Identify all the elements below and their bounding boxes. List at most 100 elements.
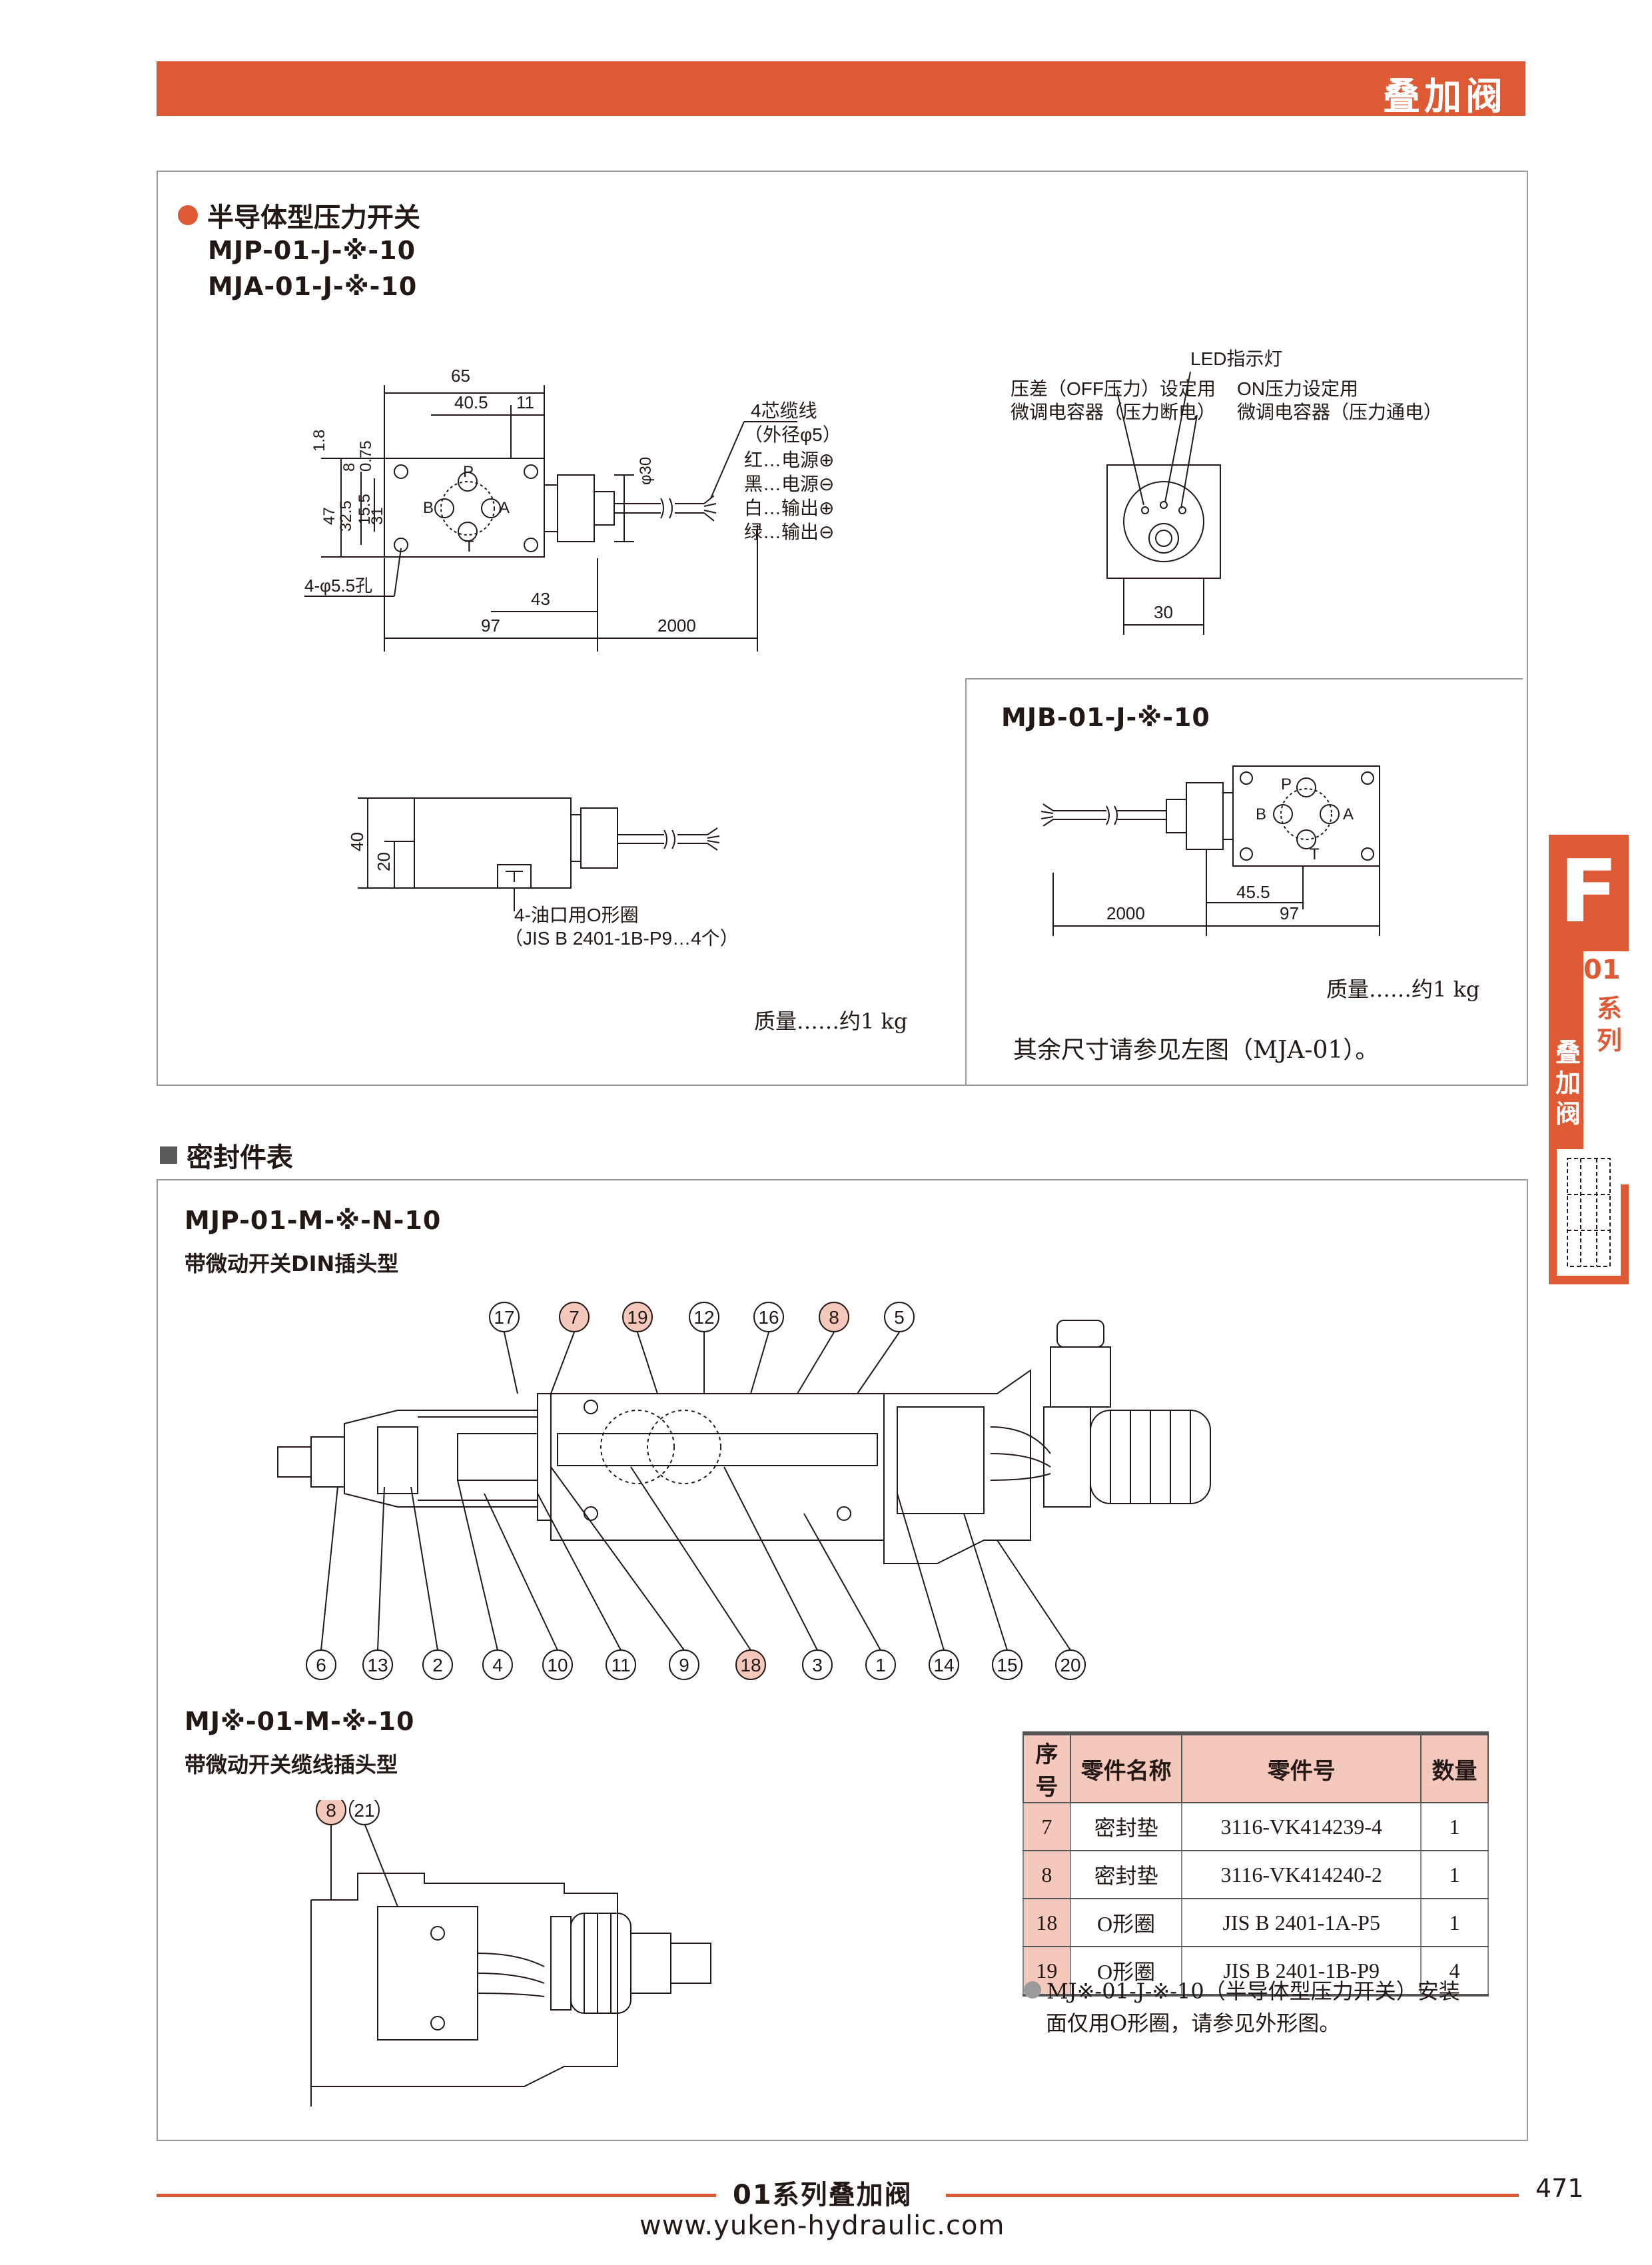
svg-text:8: 8 — [326, 1800, 336, 1821]
header-bar: 叠加阀 — [157, 61, 1525, 119]
front-view-drawing: LED指示灯 压差（OFF压力）设定用 微调电容器（压力断电） ON压力设定用 … — [1011, 348, 1442, 635]
side-tab-label-bg — [1583, 951, 1629, 1184]
mjb-dim-97: 97 — [1280, 903, 1299, 923]
svg-text:7: 7 — [569, 1307, 580, 1328]
install-note-1: MJ※-01-J-※-10（半导体型压力开关）安装 — [1024, 1975, 1460, 2005]
svg-text:12: 12 — [693, 1307, 714, 1328]
cable-label: 4芯缆线 — [751, 400, 817, 421]
dim-0-75: 0.75 — [357, 440, 375, 472]
callout-8: 8 — [819, 1302, 849, 1332]
callout-11: 11 — [606, 1649, 636, 1680]
callout-7: 7 — [559, 1302, 590, 1332]
side-tab-xi: 系 — [1597, 994, 1623, 1023]
svg-text:17: 17 — [494, 1307, 514, 1328]
section1-title: 半导体型压力开关 — [207, 203, 420, 233]
dim-1-8: 1.8 — [310, 430, 328, 452]
hole-label: 4-φ5.5孔 — [304, 576, 372, 596]
on-label-2: 微调电容器（压力通电） — [1237, 402, 1442, 422]
on-label-1: ON压力设定用 — [1237, 378, 1358, 399]
callout-18: 18 — [735, 1649, 766, 1680]
port-b: B — [423, 499, 434, 517]
side-dim-20: 20 — [374, 852, 394, 871]
mjb-port-b: B — [1256, 805, 1266, 823]
side-view-drawing: 40 20 4-油口用O形圈 （JIS B 2401-1B-P9…4个） — [347, 797, 739, 949]
callout-17: 17 — [489, 1302, 520, 1332]
install-note-2: 面仅用O形圈，请参见外形图。 — [1046, 2011, 1341, 2036]
callout-5: 5 — [884, 1302, 915, 1332]
svg-text:1: 1 — [875, 1655, 886, 1675]
col-part: 零件号 — [1181, 1731, 1422, 1803]
svg-text:10: 10 — [547, 1655, 568, 1675]
table-row: 8 密封垫 3116-VK414240-2 1 — [1023, 1850, 1489, 1899]
dim-8: 8 — [340, 463, 358, 472]
model-mjp: MJP-01-J-※-10 — [208, 236, 416, 265]
square-bullet-icon — [160, 1146, 177, 1164]
section2-heading: 密封件表 — [160, 1136, 293, 1174]
side-tab-jia: 加 — [1555, 1069, 1581, 1098]
mjb-subpanel: MJB-01-J-※-10 P B A T — [965, 678, 1523, 1085]
panel-dimensions: 半导体型压力开关 MJP-01-J-※-10 MJA-01-J-※-10 — [157, 171, 1528, 1086]
side-tab-fa: 阀 — [1555, 1099, 1581, 1129]
svg-text:19: 19 — [627, 1307, 647, 1328]
footer-line-left — [157, 2194, 716, 2197]
side-tab-letter: F — [1559, 841, 1619, 942]
svg-text:11: 11 — [611, 1655, 630, 1675]
row-qty: 1 — [1420, 1850, 1489, 1899]
dim-65: 65 — [451, 366, 470, 386]
footer-title: 01系列叠加阀 — [733, 2180, 913, 2210]
top-view-drawing: 65 40.5 11 1.8 8 0.75 15.5 47 32.5 31 φ3… — [304, 366, 841, 652]
header-title: 叠加阀 — [1383, 75, 1507, 119]
sub-cable: 带微动开关缆线插头型 — [185, 1752, 398, 1777]
mjb-dim-2000: 2000 — [1106, 903, 1145, 923]
off-label-1: 压差（OFF压力）设定用 — [1011, 378, 1216, 399]
mjb-port-t: T — [1310, 845, 1320, 863]
mjb-port-p: P — [1281, 775, 1292, 793]
svg-text:3: 3 — [812, 1655, 823, 1675]
svg-text:6: 6 — [316, 1655, 326, 1675]
table-row: 19 O形圈 JIS B 2401-1B-P9 4 — [1023, 1946, 1489, 1997]
footer-url: www.yuken-hydraulic.com — [639, 2210, 1005, 2241]
footer-line-right — [946, 2194, 1519, 2197]
svg-text:4: 4 — [492, 1655, 503, 1675]
port-p: P — [463, 463, 474, 481]
seal-table-header: 序号 零件名称 零件号 数量 — [1023, 1731, 1489, 1803]
callout-9: 9 — [669, 1649, 699, 1680]
svg-text:9: 9 — [679, 1655, 689, 1675]
side-tab: F 01 系 列 叠 加 阀 — [1549, 835, 1629, 1284]
led-label: LED指示灯 — [1190, 348, 1282, 369]
panel-seal-table: MJP-01-M-※-N-10 带微动开关DIN插头型 — [157, 1179, 1528, 2141]
row-name: O形圈 — [1069, 1898, 1183, 1947]
page-number: 471 — [1535, 2174, 1584, 2203]
side-tab-die: 叠 — [1555, 1038, 1581, 1067]
callout-10: 10 — [542, 1649, 573, 1680]
row-part: 3116-VK414239-4 — [1181, 1802, 1422, 1851]
model-mjp-m: MJP-01-M-※-N-10 — [185, 1206, 442, 1235]
oring-spec: （JIS B 2401-1B-P9…4个） — [504, 928, 739, 949]
wire-white: 白…输出⊕ — [744, 498, 834, 518]
callout-16: 16 — [753, 1302, 784, 1332]
cable-diameter: （外径φ5） — [744, 424, 841, 445]
row-part: JIS B 2401-1B-P9 — [1181, 1946, 1422, 1997]
svg-text:8: 8 — [829, 1307, 839, 1328]
dim-97: 97 — [481, 616, 500, 636]
table-row: 18 O形圈 JIS B 2401-1A-P5 1 — [1023, 1898, 1489, 1947]
row-no: 18 — [1023, 1898, 1071, 1947]
row-part: JIS B 2401-1A-P5 — [1181, 1898, 1422, 1947]
row-qty: 4 — [1420, 1946, 1489, 1997]
row-part: 3116-VK414240-2 — [1181, 1850, 1422, 1899]
wire-black: 黑…电源⊖ — [744, 474, 834, 494]
row-no: 8 — [1023, 1850, 1071, 1899]
mjb-port-a: A — [1343, 805, 1354, 823]
side-tab-series: 01 — [1583, 955, 1621, 985]
model-mj-m: MJ※-01-M-※-10 — [185, 1707, 415, 1736]
bullet-icon — [178, 205, 198, 225]
row-name: O形圈 — [1069, 1946, 1183, 1997]
svg-text:5: 5 — [894, 1307, 905, 1328]
svg-text:14: 14 — [933, 1655, 954, 1675]
section1-heading: 半导体型压力开关 — [178, 196, 420, 234]
mass-left: 质量……约1 kg — [754, 1009, 908, 1034]
col-qty: 数量 — [1420, 1731, 1489, 1803]
svg-text:20: 20 — [1060, 1655, 1080, 1675]
oring-label: 4-油口用O形圈 — [514, 905, 639, 925]
callout-8-second: 8 — [316, 1800, 346, 1825]
